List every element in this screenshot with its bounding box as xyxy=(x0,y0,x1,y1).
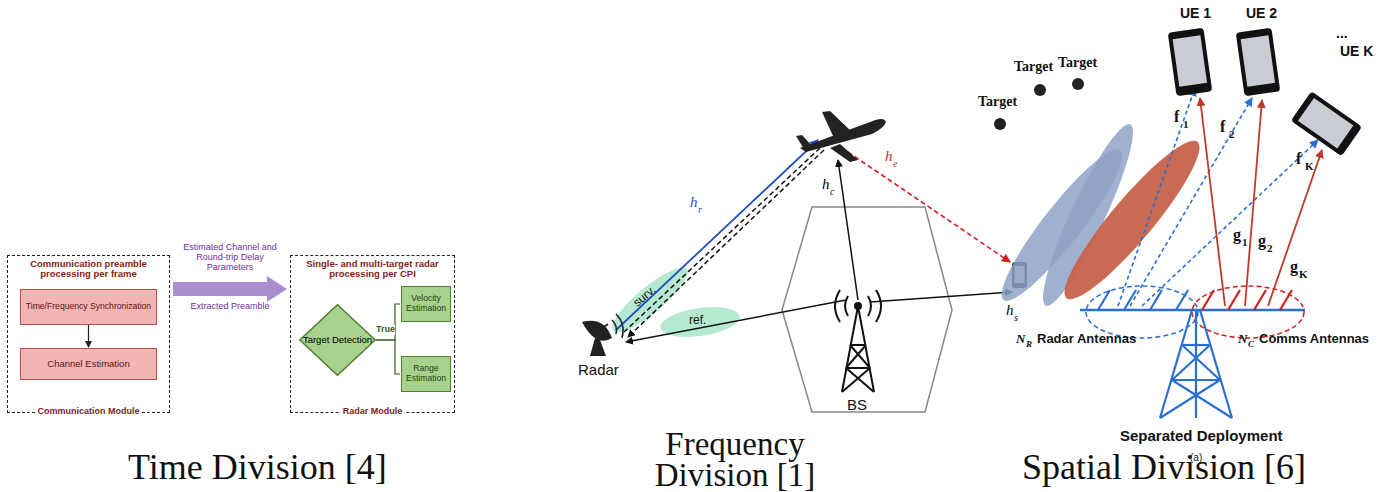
ue-label: UE 2 xyxy=(1246,6,1277,21)
process-box: Channel Estimation xyxy=(20,348,157,380)
process-box: Velocity Estimation xyxy=(401,286,451,322)
channel-subscript: e xyxy=(893,158,897,169)
process-box: Time/Frequency Synchronization xyxy=(20,289,157,325)
target-label: Target xyxy=(978,94,1017,109)
module-title: Single- and multi-target radar processin… xyxy=(293,259,452,280)
panel-caption: Time Division [4] xyxy=(128,448,387,488)
channel-subscript: r xyxy=(698,204,702,215)
target-label: Target xyxy=(1014,59,1053,74)
branch-line xyxy=(376,304,400,340)
radar-label: Radar xyxy=(578,362,619,379)
ref-label: ref. xyxy=(689,314,706,327)
box-text: Target Detection xyxy=(303,335,372,346)
channel-vector-subscript: 1 xyxy=(1242,236,1248,248)
module-title: Communication preamble processing per fr… xyxy=(10,259,167,280)
module-label-wrap: Radar Module xyxy=(291,400,454,418)
beamformer-symbol: f xyxy=(1174,108,1179,126)
beamformer-subscript: 2 xyxy=(1229,128,1235,140)
antenna-count-subscript: R xyxy=(1026,340,1032,350)
ue-label: UE 1 xyxy=(1180,6,1211,21)
channel-vector-subscript: 2 xyxy=(1267,242,1273,254)
channel-symbol: h xyxy=(885,148,893,165)
panel-caption: Spatial Division [6] xyxy=(1022,448,1306,488)
antenna-label: Comms Antennas xyxy=(1259,332,1369,346)
channel-subscript: c xyxy=(830,186,834,197)
beamformer-subscript: K xyxy=(1305,160,1314,172)
module-label: Communication Module xyxy=(36,406,142,416)
antenna-label: Radar Antennas xyxy=(1037,332,1136,346)
deployment-label: Separated Deployment xyxy=(1120,428,1283,445)
box-text: Time/Frequency Synchronization xyxy=(26,302,151,312)
communication-module: Communication preamble processing per fr… xyxy=(7,255,170,413)
module-label: Radar Module xyxy=(341,406,405,416)
channel-vector-symbol: g xyxy=(1233,226,1241,244)
beamformer-symbol: f xyxy=(1220,118,1225,136)
beamformer-subscript: 1 xyxy=(1183,118,1189,130)
radar-module: Single- and multi-target radar processin… xyxy=(290,255,455,413)
beamformer-symbol: f xyxy=(1296,150,1301,168)
box-text: Velocity Estimation xyxy=(402,294,450,314)
antenna-count: N xyxy=(1238,332,1247,346)
ellipsis: ... xyxy=(1336,26,1348,41)
channel-vector-symbol: g xyxy=(1258,232,1266,250)
extracted-preamble-label: Extracted Preamble xyxy=(176,302,284,312)
target-label: Target xyxy=(1058,55,1097,70)
edge-label: Estimated Channel and Round-trip Delay P… xyxy=(173,243,287,273)
process-box: Range Estimation xyxy=(401,356,451,392)
decision-diamond: Target Detection xyxy=(299,304,376,376)
ue-label: UE K xyxy=(1340,44,1373,59)
channel-vector-subscript: K xyxy=(1299,268,1308,280)
data-transfer-arrow xyxy=(173,276,287,302)
flow-arrow xyxy=(88,325,89,347)
channel-subscript: s xyxy=(1014,312,1018,323)
channel-vector-symbol: g xyxy=(1290,258,1298,276)
bs-label: BS xyxy=(847,397,867,414)
condition-label: True xyxy=(376,325,395,335)
channel-symbol: h xyxy=(822,176,830,193)
channel-symbol: h xyxy=(1006,302,1014,319)
panel-caption: Frequency Division [1] xyxy=(620,429,850,491)
box-text: Channel Estimation xyxy=(47,359,129,370)
antenna-count: N xyxy=(1016,332,1025,346)
branch-line xyxy=(376,340,400,374)
antenna-count-subscript: C xyxy=(1248,340,1254,350)
channel-symbol: h xyxy=(690,194,698,211)
module-label-wrap: Communication Module xyxy=(8,400,169,418)
box-text: Range Estimation xyxy=(402,364,450,384)
